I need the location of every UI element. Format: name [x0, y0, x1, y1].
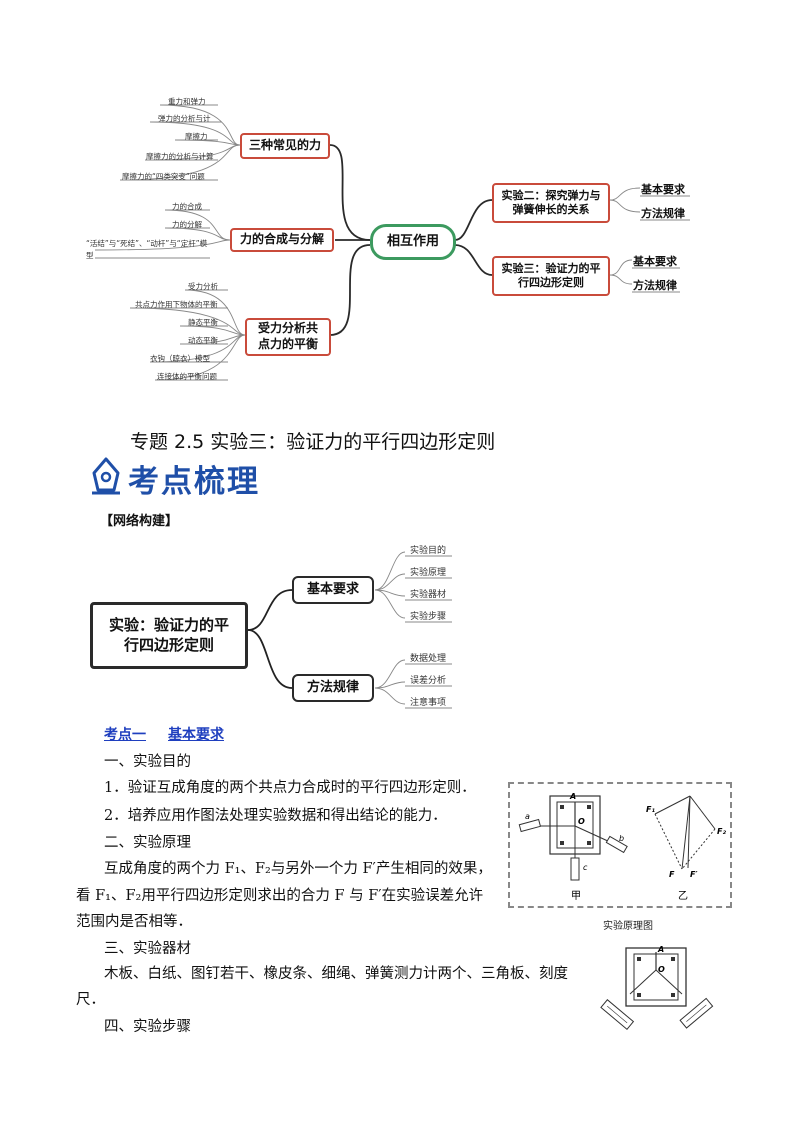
- fig1-label-a: a: [525, 812, 530, 821]
- branch-experiment-2-label: 实验二：探究弹力与弹簧伸长的关系: [501, 188, 601, 216]
- paragraph-equipment-1: 木板、白纸、图钉若干、橡皮条、细绳、弹簧测力计两个、三角板、刻度: [104, 966, 568, 982]
- network-branch-method-label: 方法规律: [306, 679, 359, 695]
- leaf-exp2-method: 方法规律: [641, 207, 685, 220]
- top-mind-map-lines: [94, 104, 690, 381]
- heading-equipment: 三、实验器材: [104, 941, 191, 957]
- fig1-label-O: O: [578, 817, 585, 826]
- network-leaf-6: 误差分析: [410, 676, 447, 686]
- paragraph-purpose-1: 1．验证互成角度的两个共点力合成时的平行四边形定则．: [104, 780, 476, 796]
- fig1-label-F2: F₂: [717, 827, 726, 836]
- fig1-label-Fp: F′: [690, 870, 698, 879]
- leaf-b3-5: 衣钩（晾衣）模型: [150, 354, 210, 363]
- leaf-b3-1: 受力分析: [188, 282, 218, 291]
- branch-composition: 力的合成与分解: [230, 228, 334, 252]
- leaf-exp3-method: 方法规律: [633, 279, 677, 292]
- paragraph-principle-3: 范围内是否相等．: [76, 914, 192, 930]
- heading-principle: 二、实验原理: [104, 835, 191, 851]
- branch-composition-label: 力的合成与分解: [239, 232, 324, 247]
- fig1-label-A: A: [569, 792, 576, 801]
- network-branch-basic-label: 基本要求: [306, 581, 359, 597]
- branch-experiment-2: 实验二：探究弹力与弹簧伸长的关系: [492, 183, 610, 223]
- branch-experiment-3: 实验三：验证力的平行四边形定则: [492, 256, 610, 296]
- leaf-b3-6: 连接体的平衡问题: [157, 372, 217, 381]
- leaf-b2-3: “活结”与“死结”、“动杆”与“定杆”模型: [86, 239, 208, 260]
- branch-experiment-3-label: 实验三：验证力的平行四边形定则: [501, 261, 601, 289]
- network-branch-method: 方法规律: [292, 674, 374, 702]
- network-leaf-5: 数据处理: [410, 654, 447, 664]
- network-leaf-4: 实验步骤: [410, 612, 447, 622]
- network-map-lines: [247, 551, 452, 709]
- fig1-sub-left: 甲: [571, 891, 581, 902]
- fig2-label-O: O: [658, 965, 665, 974]
- leaf-b3-2: 共点力作用下物体的平衡: [135, 300, 218, 309]
- fig1-label-F: F: [669, 870, 675, 879]
- network-label: 【网络构建】: [100, 514, 179, 529]
- leaf-b1-3: 摩擦力: [185, 132, 208, 141]
- leaf-b1-5: 摩擦力的“四类突变”问题: [122, 172, 205, 181]
- branch-common-forces: 三种常见的力: [240, 133, 330, 159]
- principle-figure: a b c A O 甲 F₁ F₂ F F′ 乙: [508, 782, 732, 908]
- leaf-b1-1: 重力和弹力: [168, 97, 206, 106]
- pen-nib-icon: [92, 457, 120, 495]
- network-leaf-2: 实验原理: [410, 568, 447, 578]
- principle-figure-drawing: a b c A O 甲 F₁ F₂ F F′ 乙: [518, 792, 726, 902]
- center-node: 相互作用: [370, 224, 456, 260]
- figure-caption: 实验原理图: [603, 921, 653, 932]
- apparatus-figure: A O: [600, 942, 720, 1038]
- leaf-b2-1: 力的合成: [172, 202, 202, 211]
- paragraph-purpose-2: 2．培养应用作图法处理实验数据和得出结论的能力．: [104, 808, 447, 824]
- network-root-label: 实验：验证力的平行四边形定则: [108, 616, 229, 654]
- kaodian-one-label: 考点一: [104, 727, 146, 743]
- paragraph-equipment-2: 尺．: [76, 992, 105, 1008]
- leaf-exp3-basic: 基本要求: [633, 255, 677, 268]
- kaodian-one-heading: 考点一 基本要求: [104, 724, 246, 744]
- kaodian-title: 考点梳理: [128, 464, 260, 500]
- fig2-label-A: A: [657, 945, 664, 954]
- leaf-b3-4: 动态平衡: [188, 336, 218, 345]
- network-leaf-1: 实验目的: [410, 546, 447, 556]
- section-title: 专题 2.5 实验三：验证力的平行四边形定则: [130, 431, 496, 453]
- network-leaf-3: 实验器材: [410, 590, 447, 600]
- branch-force-analysis: 受力分析共点力的平衡: [245, 318, 331, 356]
- branch-force-analysis-label: 受力分析共点力的平衡: [257, 321, 318, 351]
- paragraph-principle-1: 互成角度的两个力 F₁、F₂与另外一个力 F′产生相同的效果，: [104, 861, 492, 877]
- leaf-exp2-basic: 基本要求: [641, 183, 685, 196]
- leaf-b1-4: 摩擦力的分析与计算: [146, 152, 214, 161]
- heading-purpose: 一、实验目的: [104, 754, 191, 770]
- heading-steps: 四、实验步骤: [104, 1019, 191, 1035]
- fig1-label-b: b: [619, 834, 624, 843]
- leaf-b2-2: 力的分解: [172, 220, 202, 229]
- network-leaf-7: 注意事项: [410, 698, 447, 708]
- network-root: 实验：验证力的平行四边形定则: [90, 602, 248, 669]
- network-branch-basic: 基本要求: [292, 576, 374, 604]
- kaodian-one-title: 基本要求: [168, 727, 224, 743]
- leaf-b1-2: 弹力的分析与计: [158, 114, 211, 123]
- fig1-label-F1: F₁: [646, 805, 655, 814]
- fig1-label-c: c: [583, 863, 588, 872]
- fig1-sub-right: 乙: [678, 890, 688, 902]
- branch-common-forces-label: 三种常见的力: [248, 138, 321, 153]
- paragraph-principle-2: 看 F₁、F₂用平行四边形定则求出的合力 F 与 F′在实验误差允许: [76, 888, 484, 904]
- center-node-label: 相互作用: [386, 233, 439, 249]
- apparatus-figure-drawing: A O: [600, 945, 714, 1030]
- leaf-b3-3: 静态平衡: [188, 318, 218, 327]
